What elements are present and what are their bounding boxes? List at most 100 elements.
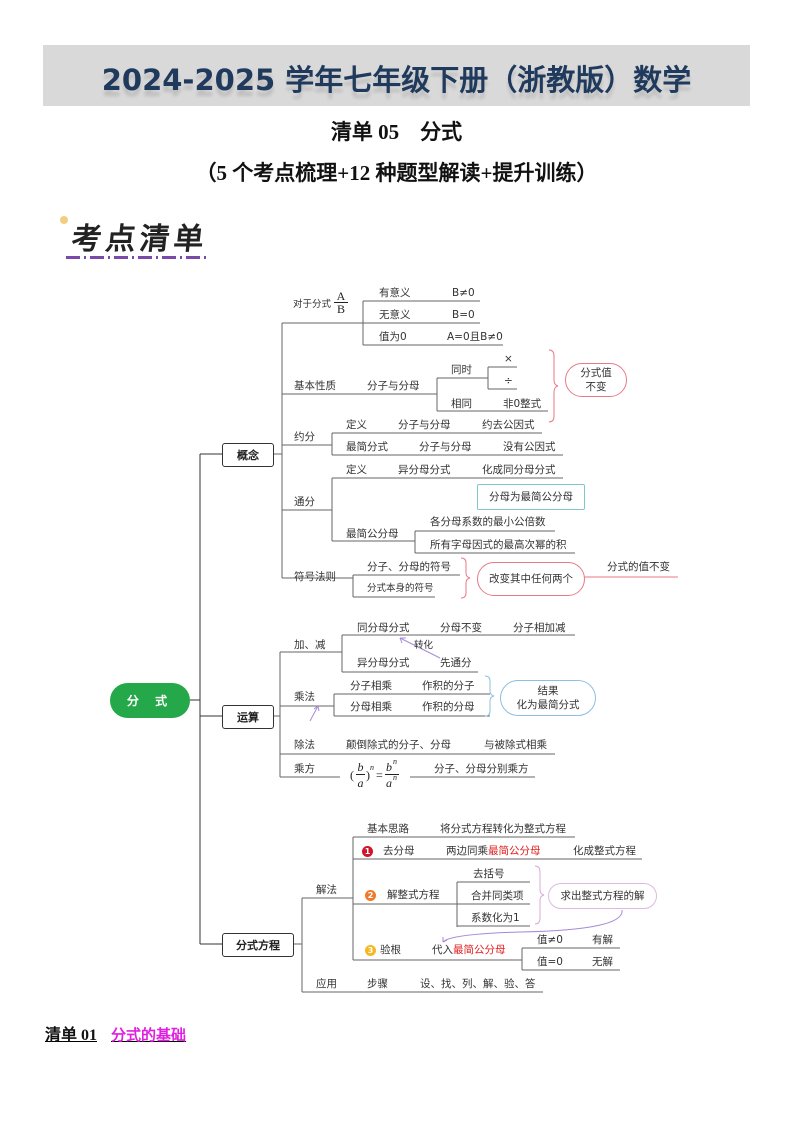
- sign-rule-label: 符号法则: [294, 571, 336, 583]
- product-denominator: 作积的分母: [422, 701, 475, 713]
- same-time-label: 同时: [451, 364, 472, 376]
- formula-a-den: a: [386, 776, 392, 790]
- step-3-label: 验根: [380, 944, 401, 956]
- fraction-def-label: 对于分式: [293, 299, 332, 310]
- step-2-label: 解整式方程: [387, 889, 440, 901]
- brace-multiply: [484, 675, 495, 717]
- convert-label: 转化: [414, 640, 434, 651]
- reduction-label: 约分: [294, 431, 315, 443]
- list-title: 清单 05 分式: [330, 120, 463, 144]
- formula-bar-2: [385, 774, 399, 775]
- cd-def-subject: 异分母分式: [398, 464, 451, 476]
- application-label: 应用: [316, 978, 337, 990]
- verify-arrow: [442, 909, 623, 943]
- sign-fraction-itself: 分式本身的符号: [367, 583, 434, 594]
- formula-b: b: [357, 760, 364, 774]
- sign-numer-denom: 分子、分母的符号: [367, 561, 451, 573]
- step-3-desc: 代入最简公分母: [432, 943, 506, 957]
- formula-a: a: [357, 776, 364, 790]
- step-1-badge: 1: [362, 846, 373, 857]
- node-fraction-equation[interactable]: 分式方程: [222, 933, 294, 957]
- multiply-sign: ×: [504, 353, 513, 365]
- zero-case: 值=0: [537, 956, 563, 968]
- change-any-two-oval: 改变其中任何两个: [477, 562, 585, 596]
- denominator: B: [334, 302, 348, 315]
- denominators-multiply: 分母相乘: [350, 701, 392, 713]
- brace-solve: [534, 865, 545, 925]
- zero-value-label: 值为0: [379, 331, 407, 343]
- multiply-arrow: [309, 705, 319, 722]
- nonzero-case: 值≠0: [537, 934, 563, 946]
- nonzero-label: 非0整式: [503, 398, 542, 410]
- basic-idea-desc: 将分式方程转化为整式方程: [440, 823, 566, 835]
- reduction-def: 定义: [346, 419, 367, 431]
- simplest-subject: 分子与分母: [419, 441, 472, 453]
- lcd-rule-2: 所有字母因式的最高次幂的积: [430, 539, 567, 551]
- power-desc: 分子、分母分别乘方: [434, 763, 529, 775]
- cd-def-action: 化成同分母分式: [482, 464, 556, 476]
- wizard-icon: [60, 216, 68, 224]
- list-number: 清单 01: [45, 1027, 98, 1044]
- divide-label: 除法: [294, 739, 315, 751]
- formula-eq: =: [376, 768, 383, 782]
- step-1-highlight: 最简公分母: [488, 845, 541, 857]
- list-name: 分式的基础: [111, 1026, 187, 1044]
- denominator-unchanged: 分母不变: [440, 622, 482, 634]
- formula-b-num: b: [386, 760, 392, 774]
- zero-value-cond: A=0且B≠0: [447, 331, 503, 343]
- convert-arrow: [399, 637, 441, 659]
- step-1-desc-a: 两边同乘: [446, 845, 488, 857]
- header-banner: 2024-2025 学年七年级下册（浙教版）数学: [43, 45, 750, 106]
- cd-def: 定义: [346, 464, 367, 476]
- step-2-badge: 2: [365, 890, 376, 901]
- numerators-multiply: 分子相乘: [350, 680, 392, 692]
- steps-label: 步骤: [367, 978, 388, 990]
- cd-note-box: 分母为最简公分母: [477, 484, 585, 510]
- formula-bar-1: [356, 774, 365, 775]
- node-operations[interactable]: 运算: [222, 705, 274, 729]
- simplify-result-oval: 结果 化为最简分式: [500, 680, 596, 716]
- divide-sign: ÷: [504, 375, 513, 387]
- same-denominator: 同分母分式: [357, 622, 410, 634]
- step-1-result: 化成整式方程: [573, 845, 636, 857]
- divide-result: 与被除式相乘: [484, 739, 547, 751]
- fraction-a-over-b: A B: [334, 290, 348, 315]
- different-denominator: 异分母分式: [357, 657, 410, 669]
- basic-property-label: 基本性质: [294, 380, 336, 392]
- step-1-label: 去分母: [383, 845, 415, 857]
- coefficient-to-one: 系数化为1: [471, 912, 520, 924]
- step-1-desc: 两边同乘最简公分母: [446, 844, 541, 858]
- numerator: A: [336, 289, 346, 303]
- basic-idea-label: 基本思路: [367, 823, 409, 835]
- result-value-unchanged: 分式值不变: [565, 363, 627, 397]
- has-solution: 有解: [592, 934, 613, 946]
- meaningless-label: 无意义: [379, 309, 411, 321]
- sign-result: 分式的值不变: [607, 561, 670, 573]
- common-first: 先通分: [440, 657, 472, 669]
- step-3-badge: 3: [365, 945, 376, 956]
- root-node-fraction[interactable]: 分 式: [110, 683, 190, 718]
- node-concept[interactable]: 概念: [222, 443, 274, 467]
- lcd-rule-1: 各分母系数的最小公倍数: [430, 516, 546, 528]
- reduction-def-action: 约去公因式: [482, 419, 535, 431]
- reduction-def-subject: 分子与分母: [398, 419, 451, 431]
- section-heading-list-01[interactable]: 清单 01 分式的基础: [45, 1021, 186, 1045]
- logo-underline: [66, 256, 206, 259]
- formula-exp-num: n: [393, 757, 397, 766]
- meaningless-cond: B=0: [452, 309, 475, 321]
- combine-like-terms: 合并同类项: [471, 890, 524, 902]
- add-sub-label: 加、减: [294, 639, 326, 651]
- power-formula: ( b a ) n = b n a n: [350, 757, 399, 790]
- step-3-desc-a: 代入: [432, 944, 453, 956]
- product-numerator: 作积的分子: [422, 680, 475, 692]
- solve-integral-oval: 求出整式方程的解: [548, 883, 657, 909]
- method-label: 解法: [316, 884, 337, 896]
- lcd-label: 最简公分母: [346, 528, 399, 540]
- formula-exp: n: [370, 763, 374, 772]
- simplest-cond: 没有公因式: [503, 441, 556, 453]
- formula-exp-den: n: [393, 773, 397, 782]
- brace-basic-property: [548, 349, 559, 423]
- no-solution: 无解: [592, 956, 613, 968]
- list-subtitle: （5 个考点梳理+12 种题型解读+提升训练）: [195, 161, 598, 185]
